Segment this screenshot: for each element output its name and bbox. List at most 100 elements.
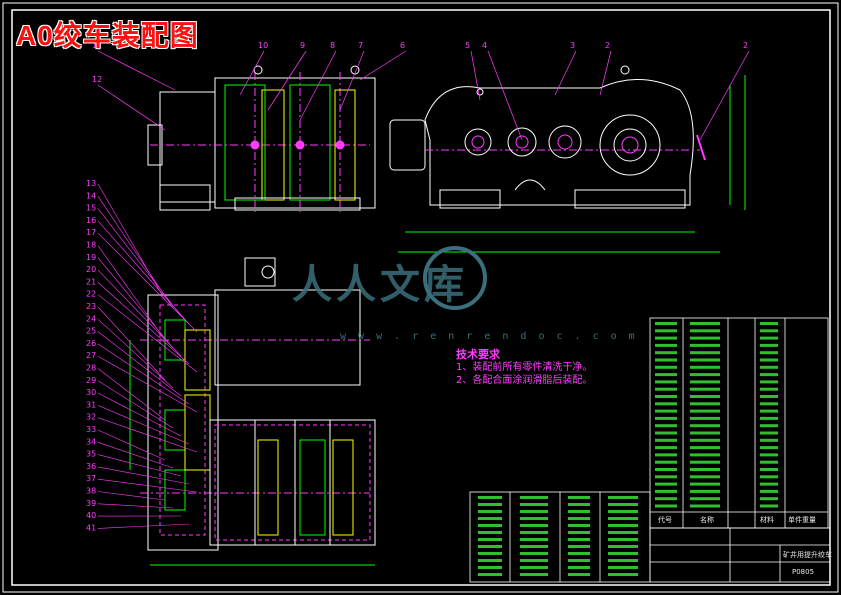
- bom-cell: [760, 468, 778, 471]
- table-cell: [568, 503, 590, 506]
- table-cell: [568, 538, 590, 541]
- table-cell: [478, 559, 502, 562]
- callout-number: 36: [86, 462, 96, 471]
- callout-number: 20: [86, 265, 96, 274]
- bom-cell: [760, 482, 778, 486]
- callout-number: 12: [92, 75, 102, 84]
- bom-cell: [655, 497, 677, 501]
- table-cell: [520, 545, 548, 548]
- callout-number: 6: [400, 41, 405, 50]
- bom-cell: [690, 395, 720, 398]
- bom-cell: [760, 358, 778, 362]
- callout-number: 7: [358, 41, 363, 50]
- callout-number: 16: [86, 216, 96, 225]
- table-cell: [568, 545, 590, 548]
- bom-cell: [690, 402, 720, 406]
- bom-cell: [760, 489, 778, 493]
- callout-number: 17: [86, 228, 96, 237]
- leader-line: [554, 50, 577, 96]
- leader-line: [599, 50, 612, 96]
- table-cell: [478, 524, 502, 527]
- leader-line: [97, 269, 182, 357]
- table-cell: [478, 503, 502, 506]
- table-cell: [608, 573, 638, 576]
- table-cell: [478, 496, 502, 499]
- table-cell: [608, 566, 638, 569]
- callout-number: 25: [86, 327, 96, 336]
- bom-cell: [690, 460, 720, 464]
- bom-cell: [690, 351, 720, 355]
- bom-cell: [760, 497, 778, 501]
- bom-cell: [655, 395, 677, 398]
- callout-number: 21: [86, 277, 96, 286]
- bom-cell: [760, 460, 778, 464]
- table-cell: [568, 496, 590, 499]
- leader-line: [97, 392, 182, 437]
- bom-cell: [760, 329, 778, 333]
- table-cell: [520, 510, 548, 513]
- bom-cell: [690, 431, 720, 435]
- bom-cell: [760, 409, 778, 413]
- table-cell: [568, 559, 590, 562]
- callout-number: 2: [743, 41, 748, 50]
- bom-cell: [690, 336, 720, 340]
- leader-line: [97, 319, 174, 389]
- front-view: [389, 65, 746, 253]
- bom-cell: [655, 424, 677, 428]
- table-cell: [520, 573, 548, 576]
- section-view: [129, 257, 376, 566]
- bom-cell: [655, 468, 677, 471]
- bom-cell: [690, 468, 720, 471]
- bom-cell: [655, 351, 677, 355]
- leader-line: [97, 257, 174, 349]
- table-cell: [478, 573, 502, 576]
- callout-number: 5: [465, 41, 470, 50]
- leader-line: [97, 491, 166, 501]
- bom-header-name: 名称: [700, 516, 714, 524]
- bom-cell: [760, 424, 778, 428]
- leader-line: [487, 50, 523, 141]
- table-cell: [520, 503, 548, 506]
- callout-number: 38: [86, 487, 96, 496]
- bom-cell: [655, 329, 677, 333]
- leader-line: [97, 294, 198, 373]
- drawing-title: A0绞车装配图: [16, 20, 199, 51]
- tech-line-1: 1、装配前所有零件清洗干净。: [456, 362, 593, 373]
- bom-cell: [760, 438, 778, 442]
- table-cell: [568, 510, 590, 513]
- bom-cell: [760, 431, 778, 435]
- table-cell: [608, 552, 638, 555]
- bom-cell: [690, 489, 720, 493]
- leader-line: [97, 442, 174, 469]
- table-cell: [520, 559, 548, 562]
- leader-line: [97, 380, 174, 429]
- callout-number: 23: [86, 302, 96, 311]
- table-cell: [520, 538, 548, 541]
- bom-cell: [655, 453, 677, 457]
- table-cell: [520, 517, 548, 520]
- title-block-number: P0805: [792, 568, 815, 576]
- bom-header-material: 材料: [760, 516, 774, 524]
- leader-line: [97, 466, 190, 485]
- bom-cell: [655, 402, 677, 406]
- callout-number: 32: [86, 413, 96, 422]
- leader-line: [97, 478, 198, 493]
- bom-cell: [760, 387, 778, 391]
- bom-cell: [655, 343, 677, 347]
- leader-line: [299, 50, 337, 121]
- bom-cell: [655, 409, 677, 413]
- table-cell: [478, 531, 502, 534]
- bom-cell: [655, 489, 677, 493]
- callout-number: 39: [86, 499, 96, 508]
- table-cell: [520, 496, 548, 499]
- table-cell: [568, 552, 590, 555]
- table-cell: [608, 496, 638, 499]
- table-cell: [520, 552, 548, 555]
- leader-line: [699, 50, 750, 141]
- callout-number: 31: [86, 400, 96, 409]
- table-cell: [478, 545, 502, 548]
- leader-line: [97, 282, 190, 365]
